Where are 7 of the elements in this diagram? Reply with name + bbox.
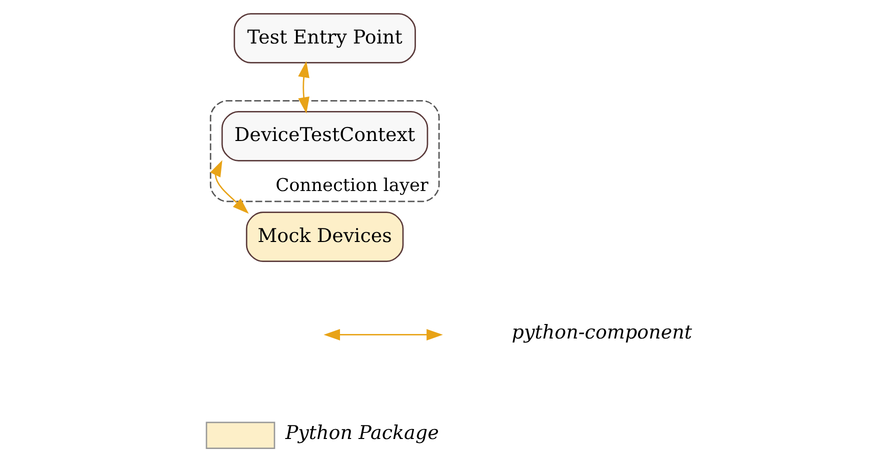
node-box: DeviceTestContext — [221, 111, 428, 162]
arrow — [210, 160, 249, 214]
legend-label: Python Package — [285, 422, 439, 444]
node-box: Test Entry Point — [234, 13, 416, 64]
legend-label: python-component — [512, 321, 692, 344]
node-box: Mock Devices — [246, 212, 404, 262]
arrow — [298, 61, 310, 114]
